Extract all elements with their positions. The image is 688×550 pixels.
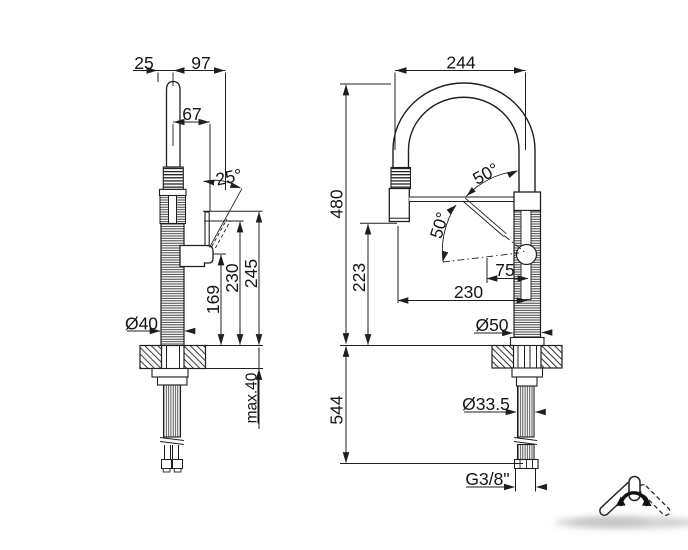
lever-angle-arrow-right — [229, 182, 241, 189]
shank-through-counter-front — [517, 345, 537, 368]
mounting-nut-front — [515, 376, 538, 387]
countertop-right-section-front — [540, 344, 563, 369]
lever-down-dashdot — [442, 252, 520, 263]
lever-ball-joint — [515, 243, 538, 266]
braided-hose — [516, 385, 535, 438]
dim-label-g38: G3/8" — [465, 469, 509, 489]
swivel-upper-arrow-left — [466, 187, 476, 197]
dim-label-544: 544 — [327, 395, 347, 424]
side-view: 25 97 67 25° 169 230 245 Ø40 max.40 — [125, 53, 263, 473]
handle-rotation-icon — [555, 475, 688, 529]
break-mark-1 — [159, 437, 185, 441]
lever-line-b — [465, 197, 507, 235]
hose-nut-2 — [172, 459, 183, 469]
hose-cap-1 — [162, 468, 171, 473]
braided-hose-lower — [516, 443, 535, 461]
dim-label-245: 245 — [241, 259, 261, 288]
countertop-right-section — [183, 344, 207, 370]
hose-arch-inner — [407, 96, 520, 192]
dim-label-dia40: Ø40 — [125, 314, 158, 334]
rotation-arrow-head-right — [642, 496, 652, 506]
side-view-dimensions — [127, 67, 263, 429]
head-bracket-left — [159, 195, 169, 224]
mounting-flange-front — [511, 367, 544, 378]
bracket-cap — [158, 188, 187, 197]
dim-label-dia335: Ø33.5 — [462, 394, 510, 414]
dim-label-480: 480 — [327, 189, 347, 218]
dim-label-67: 67 — [182, 104, 201, 124]
mounting-nut — [156, 376, 188, 386]
handle-leg-dashed — [638, 484, 671, 516]
threaded-shank — [162, 384, 182, 438]
faucet-body-column — [160, 222, 185, 347]
hose-connector-ribs — [162, 166, 184, 190]
dim-label-244: 244 — [446, 53, 475, 73]
hose-arch-outer — [392, 82, 536, 192]
mounting-flange — [151, 367, 189, 378]
hose-cap-2 — [173, 468, 182, 473]
lever-dashed-b — [215, 220, 231, 249]
rotation-arrow-head-left — [616, 496, 626, 506]
dim-label-75: 75 — [495, 260, 514, 280]
front-view: 244 480 544 223 50° 50° 75 230 Ø50 Ø33.5… — [327, 53, 563, 492]
head-bracket-right — [176, 195, 186, 224]
break-mark-front-1 — [513, 437, 538, 441]
handle-block — [179, 244, 214, 268]
spray-head-body — [388, 187, 410, 223]
spray-head-ribs — [390, 166, 412, 190]
lever-dashed-a — [211, 218, 228, 247]
dim-label-25deg: 25° — [214, 164, 244, 189]
dim-label-dia50: Ø50 — [475, 315, 508, 335]
swivel-lower-arrow-top — [446, 205, 456, 215]
dim-label-97: 97 — [191, 53, 210, 73]
icon-shadow-dark — [572, 517, 648, 527]
hose-nut-1 — [161, 459, 172, 469]
dim-label-223: 223 — [349, 263, 369, 292]
lever-line-a — [462, 200, 505, 237]
front-view-dimensions — [340, 67, 553, 492]
supply-hoses — [164, 445, 179, 460]
dim-label-230-front: 230 — [454, 282, 483, 302]
support-arm-fill — [409, 197, 514, 202]
countertop-left-section-front — [491, 344, 515, 369]
dim-label-230: 230 — [222, 263, 242, 292]
dim-label-50-upper: 50° — [469, 159, 502, 189]
base-flange — [509, 336, 545, 347]
dim-label-50-lower: 50° — [426, 210, 453, 241]
lever-construction-line — [209, 188, 243, 248]
dim-label-169: 169 — [203, 285, 223, 314]
countertop-left-section — [139, 344, 163, 370]
dim-label-max40: max.40 — [244, 372, 261, 423]
break-mark-2 — [159, 441, 185, 445]
dim-label-25: 25 — [134, 53, 153, 73]
swivel-lower-arrow-bottom — [442, 250, 449, 262]
lever-rod — [204, 211, 210, 247]
swivel-upper-arrow-right — [506, 170, 518, 179]
body-top-block — [513, 191, 542, 212]
lever-axis-dashdot — [503, 235, 527, 254]
handle-knob — [628, 475, 641, 502]
